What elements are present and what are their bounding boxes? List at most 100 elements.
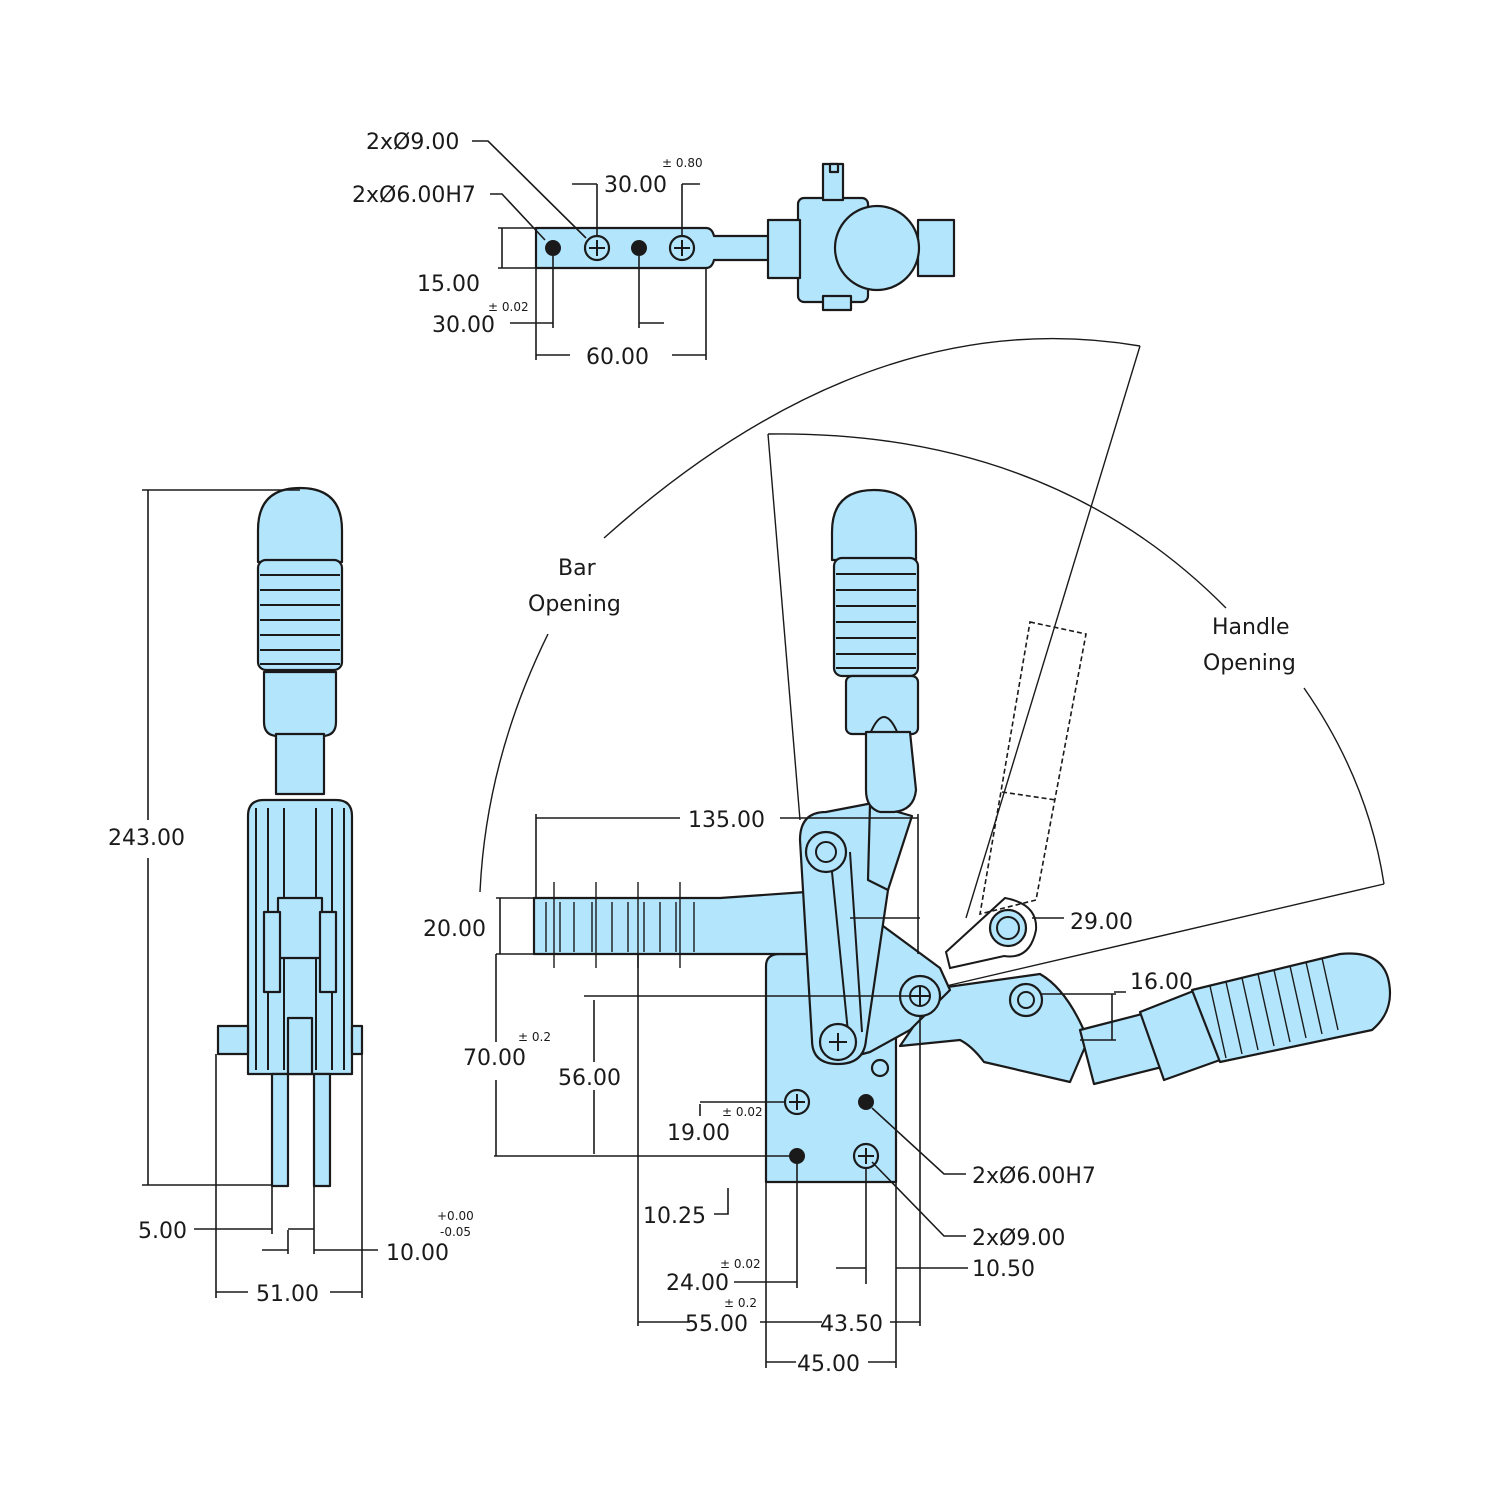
side-view-slot-dim bbox=[194, 1186, 315, 1254]
handle-opening-arc-lower bbox=[1303, 687, 1385, 885]
upright-knob bbox=[830, 488, 918, 562]
pivot-offset-label: 29.00 bbox=[1070, 910, 1133, 935]
arm-bottom-pivot-cross bbox=[829, 1033, 847, 1051]
top-view-pin-hole bbox=[545, 240, 561, 256]
base-width-label: 45.00 bbox=[797, 1352, 860, 1377]
bar-opening-boundary bbox=[965, 345, 1141, 919]
upright-shaft bbox=[864, 730, 918, 814]
side-view-thickness-dim bbox=[262, 1230, 378, 1254]
handle-grip bbox=[1190, 952, 1392, 1064]
pivot-height-label: 56.00 bbox=[558, 1066, 621, 1091]
side-view-lower-slot bbox=[286, 1016, 314, 1076]
front-pin-hole bbox=[858, 1094, 874, 1110]
side-view-height-label: 243.00 bbox=[108, 826, 185, 851]
upright-sleeve bbox=[844, 674, 920, 736]
side-view-slot-label: 5.00 bbox=[138, 1219, 187, 1244]
side-view-thickness-tol-lower: -0.05 bbox=[440, 1225, 471, 1239]
bar-height-dim bbox=[496, 897, 534, 955]
front-pin-hole-label: 2xØ6.00H7 bbox=[972, 1164, 1096, 1189]
side-view-thickness-label: 10.00 bbox=[386, 1241, 449, 1266]
mount-height-label: 70.00 bbox=[463, 1046, 526, 1071]
front-screw-cross bbox=[789, 1094, 805, 1110]
side-view-height-dim bbox=[142, 489, 300, 1186]
handle-grip-ribs bbox=[1209, 957, 1339, 1059]
bar-opening-arc bbox=[603, 337, 1141, 539]
top-view-width-dim bbox=[498, 227, 536, 269]
top-view-length-dim bbox=[535, 268, 707, 360]
bar-length-dim bbox=[535, 814, 919, 954]
top-view-pin-pitch-tol: ± 0.02 bbox=[488, 300, 529, 314]
arm-top-pivot-inner bbox=[815, 841, 837, 863]
bar-ticks bbox=[553, 882, 681, 968]
arm-top-pivot bbox=[804, 830, 848, 874]
mount-height-tol: ± 0.2 bbox=[518, 1030, 551, 1044]
upright-sleeve-notch bbox=[869, 716, 899, 735]
top-view-pin-hole bbox=[631, 240, 647, 256]
ghost-pivot-inner bbox=[996, 916, 1020, 940]
side-view-sleeve bbox=[262, 670, 338, 738]
bar-opening-label-1: Bar bbox=[558, 556, 597, 581]
top-view-pitch-tol: ± 0.80 bbox=[662, 156, 703, 170]
upright-grip bbox=[832, 556, 920, 678]
bottom-hole-dim bbox=[714, 1188, 729, 1215]
handle-opening-label-2: Opening bbox=[1203, 651, 1296, 676]
hole-spacing-tol: ± 0.02 bbox=[720, 1257, 761, 1271]
top-view-pin-pitch-dim bbox=[510, 256, 664, 328]
top-view-pitch-label: 30.00 bbox=[604, 173, 667, 198]
hole-row-tol: ± 0.02 bbox=[722, 1105, 763, 1119]
handle-link bbox=[866, 802, 914, 892]
side-view-inner-block bbox=[262, 910, 282, 994]
bar-opening-arc-lower bbox=[479, 633, 549, 893]
side-view-prong bbox=[270, 1072, 290, 1188]
handle-opening-arc bbox=[767, 433, 1227, 609]
side-view: 243.00 5.00 10.00 +0.00 -0.05 51.00 bbox=[108, 486, 474, 1307]
top-view-bottom-nut bbox=[821, 294, 853, 312]
base-width-dim bbox=[765, 1182, 897, 1368]
hole-spacing-label: 24.00 bbox=[666, 1271, 729, 1296]
side-view-bolt-end bbox=[350, 1024, 364, 1056]
side-view-knob bbox=[256, 486, 344, 564]
side-view-inner-block bbox=[318, 910, 338, 994]
side-view-thickness-tol-upper: +0.00 bbox=[437, 1209, 474, 1223]
side-view-grip-ribs bbox=[260, 574, 340, 665]
bar-opening-label-2: Opening bbox=[528, 592, 621, 617]
top-view-pitch-dim bbox=[572, 183, 700, 236]
pivot-spacing-label: 16.00 bbox=[1130, 970, 1193, 995]
top-view-hole-pin-label: 2xØ6.00H7 bbox=[352, 183, 476, 208]
hole-to-pivot-label: 43.50 bbox=[820, 1312, 883, 1337]
side-view-prong bbox=[312, 1072, 332, 1188]
handle-opening-label-1: Handle bbox=[1212, 615, 1290, 640]
ghost-handle-divider bbox=[1001, 791, 1057, 801]
side-view-grip bbox=[256, 558, 344, 672]
side-view-base-dim bbox=[215, 1054, 363, 1298]
bar-to-hole-tol: ± 0.2 bbox=[724, 1296, 757, 1310]
upright-grip-ribs bbox=[836, 573, 916, 669]
bottom-hole-label: 10.25 bbox=[643, 1204, 706, 1229]
side-view-base-width-label: 51.00 bbox=[256, 1282, 319, 1307]
handle-pivot-inner bbox=[1017, 991, 1035, 1009]
side-view-shaft bbox=[274, 732, 326, 796]
handle-opening-boundary bbox=[767, 433, 1385, 987]
pivot-spacing-dim bbox=[1040, 991, 1126, 1041]
pivot-height-dim bbox=[584, 995, 918, 1154]
top-view-screw-cross bbox=[674, 240, 690, 256]
ghost-pivot bbox=[988, 908, 1028, 948]
front-screw-hole-label: 2xØ9.00 bbox=[972, 1226, 1065, 1251]
hole-row-dim bbox=[699, 1101, 784, 1116]
front-pin-leader bbox=[871, 1107, 966, 1175]
bar-height-label: 20.00 bbox=[423, 917, 486, 942]
front-view: Bar Opening Handle Opening 135.00 20.00 … bbox=[423, 337, 1392, 1377]
hole-to-pivot-dim bbox=[797, 1016, 921, 1326]
ghost-handle-upper bbox=[979, 621, 1087, 916]
bar-slots bbox=[545, 902, 695, 952]
top-view-leader-large bbox=[472, 140, 587, 239]
side-view-slider bbox=[276, 896, 324, 960]
top-view-handle-knob bbox=[833, 204, 921, 292]
front-view-bar bbox=[532, 890, 814, 956]
edge-offset-label: 10.50 bbox=[972, 1257, 1035, 1282]
base-small-hole bbox=[870, 1058, 890, 1078]
mount-height-dim bbox=[494, 954, 796, 1157]
top-view-nut-top bbox=[828, 162, 840, 174]
handle-pivot bbox=[1008, 982, 1044, 1018]
